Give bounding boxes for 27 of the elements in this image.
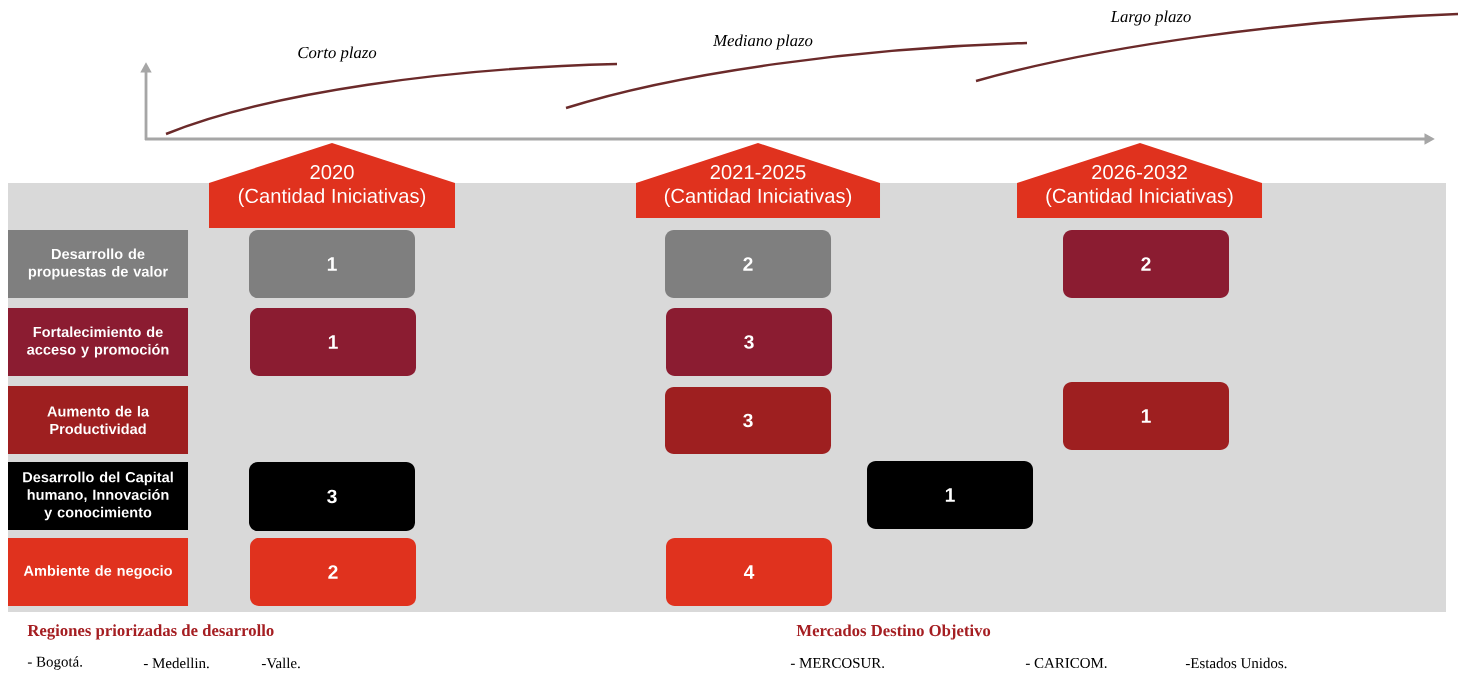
- list-item: - MERCOSUR.: [790, 657, 884, 669]
- section-heading: Mercados Destino Objetivo: [796, 624, 991, 640]
- list-item: - CARICOM.: [1025, 657, 1107, 669]
- period-label: Largo plazo: [1110, 10, 1191, 26]
- category-box: Ambiente de negocio: [8, 538, 188, 606]
- count-box: 1: [1063, 382, 1229, 450]
- count-box: 2: [1063, 230, 1229, 298]
- category-box: Aumento de la Productividad: [8, 386, 188, 454]
- list-item: -Valle.: [261, 657, 300, 669]
- category-box: Fortalecimiento de acceso y promoción: [8, 308, 188, 376]
- count-box: 2: [250, 538, 416, 606]
- list-item: - Medellin.: [143, 657, 209, 669]
- count-box: 3: [665, 387, 831, 454]
- count-box: 2: [665, 230, 831, 298]
- count-box: 4: [666, 538, 832, 606]
- list-item: - Bogotá.: [27, 656, 82, 670]
- count-box: 1: [250, 308, 416, 376]
- list-item: -Estados Unidos.: [1185, 657, 1287, 669]
- period-label: Corto plazo: [298, 46, 377, 62]
- section-heading: Regiones priorizadas de desarrollo: [27, 624, 274, 640]
- count-box: 1: [867, 461, 1033, 529]
- count-box: 3: [666, 308, 832, 376]
- category-box: Desarrollo de propuestas de valor: [8, 230, 188, 298]
- count-box: 3: [249, 462, 415, 531]
- period-label: Mediano plazo: [712, 34, 813, 50]
- category-box: Desarrollo del Capital humano, Innovación y conocimiento: [8, 462, 188, 530]
- count-box: 1: [249, 230, 415, 298]
